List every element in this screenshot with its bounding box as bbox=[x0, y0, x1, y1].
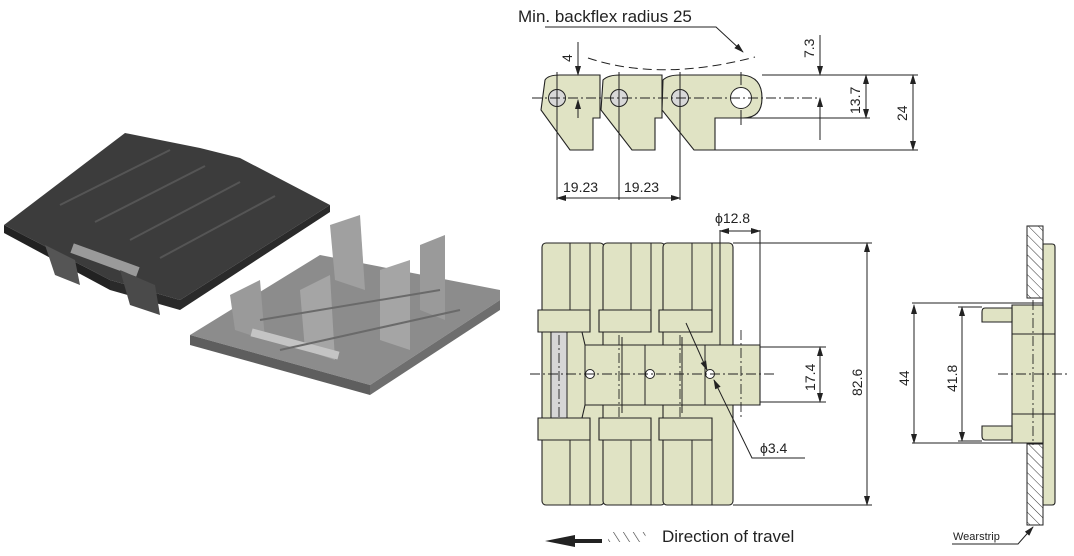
plates bbox=[537, 242, 761, 506]
top-view: ϕ12.8 82.6 17.4 ϕ3.4 bbox=[530, 210, 872, 506]
pin-dia-dim: ϕ3.4 bbox=[760, 440, 788, 456]
height-dim: 24 bbox=[894, 105, 910, 121]
hinge-dim: 13.7 bbox=[847, 87, 863, 114]
inner-dim: 41.8 bbox=[944, 365, 960, 392]
link-3 bbox=[661, 74, 763, 151]
pitch-dim-1: 19.23 bbox=[563, 179, 598, 195]
width-dim: 82.6 bbox=[849, 369, 865, 396]
section-view: 44 41.8 Wearstrip bbox=[896, 225, 1068, 545]
hatch-swatch bbox=[607, 532, 647, 542]
direction-label: Direction of travel bbox=[662, 527, 794, 546]
wearstrip-lower bbox=[1026, 443, 1044, 526]
direction-legend: Direction of travel bbox=[545, 527, 794, 547]
pitch-dim-2: 19.23 bbox=[624, 179, 659, 195]
link-2 bbox=[600, 74, 663, 151]
wearstrip-label: Wearstrip bbox=[953, 531, 1000, 543]
center-dim: 17.4 bbox=[802, 364, 818, 391]
side-view: Min. backflex radius 25 19.23 19.23 4 7.… bbox=[518, 7, 918, 200]
outer-dim: 44 bbox=[896, 370, 912, 386]
wearstrip-upper bbox=[1026, 225, 1044, 299]
hinge-dia-dim: ϕ12.8 bbox=[715, 210, 750, 226]
chain-photo bbox=[4, 133, 500, 395]
arrow-left-icon bbox=[545, 535, 602, 547]
offset-dim: 4 bbox=[559, 54, 575, 62]
top-dim: 7.3 bbox=[801, 38, 817, 58]
grey-chain-module bbox=[190, 215, 500, 395]
dark-chain-module bbox=[4, 133, 330, 315]
link-1 bbox=[540, 74, 601, 151]
backflex-label: Min. backflex radius 25 bbox=[518, 7, 692, 26]
